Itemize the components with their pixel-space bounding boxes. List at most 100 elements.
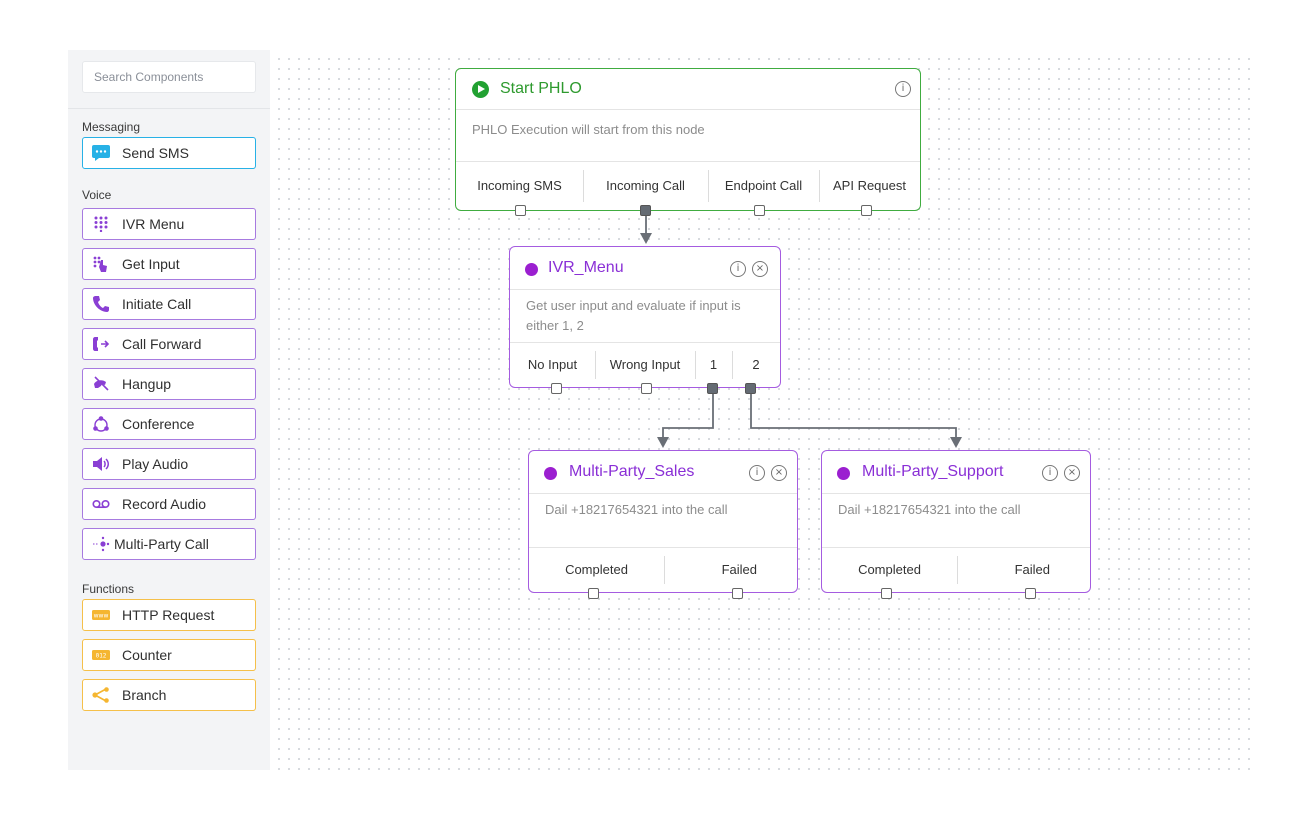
component-play-audio[interactable]: Play Audio	[82, 448, 256, 480]
component-label: Conference	[122, 416, 195, 432]
component-branch[interactable]: Branch	[82, 679, 256, 711]
port-label: 2	[752, 357, 760, 372]
www-icon: www	[92, 606, 110, 624]
node-ivr-menu[interactable]: IVR_Menu i × Get user input and evaluate…	[509, 246, 781, 388]
play-icon	[472, 81, 489, 98]
status-dot	[544, 467, 557, 480]
component-record-audio[interactable]: Record Audio	[82, 488, 256, 520]
conference-icon	[92, 415, 110, 433]
component-label: Get Input	[122, 256, 180, 272]
node-description: Dail +18217654321 into the call	[838, 502, 1021, 517]
port-label: No Input	[527, 357, 578, 372]
port-label: Endpoint Call	[724, 178, 803, 193]
keypad-touch-icon	[92, 255, 110, 273]
port-no-input[interactable]: No Input	[510, 343, 595, 387]
connector-wrong-input[interactable]	[641, 383, 652, 394]
section-label-voice: Voice	[82, 188, 112, 202]
branch-icon	[92, 686, 110, 704]
port-failed[interactable]: Failed	[664, 548, 797, 592]
close-icon[interactable]: ×	[1064, 465, 1080, 481]
node-header: Multi-Party_Support i ×	[822, 451, 1090, 494]
connector-endpoint-call[interactable]	[754, 205, 765, 216]
component-call-forward[interactable]: Call Forward	[82, 328, 256, 360]
component-counter[interactable]: 012 Counter	[82, 639, 256, 671]
info-icon[interactable]: i	[730, 261, 746, 277]
connector-no-input[interactable]	[551, 383, 562, 394]
port-api-request[interactable]: API Request	[819, 162, 920, 210]
node-title: Multi-Party_Sales	[569, 463, 695, 480]
component-label: HTTP Request	[122, 607, 215, 623]
info-icon[interactable]: i	[749, 465, 765, 481]
port-1[interactable]: 1	[695, 343, 732, 387]
section-label-messaging: Messaging	[82, 120, 141, 134]
node-multi-party-support[interactable]: Multi-Party_Support i × Dail +1821765432…	[821, 450, 1091, 593]
connector-1[interactable]	[707, 383, 718, 394]
component-http-request[interactable]: www HTTP Request	[82, 599, 256, 631]
connector-incoming-call[interactable]	[640, 205, 651, 216]
component-label: Multi-Party Call	[114, 536, 209, 552]
node-title: Start PHLO	[500, 80, 582, 97]
port-wrong-input[interactable]: Wrong Input	[595, 343, 695, 387]
component-initiate-call[interactable]: Initiate Call	[82, 288, 256, 320]
info-icon[interactable]: i	[895, 81, 911, 97]
component-hangup[interactable]: Hangup	[82, 368, 256, 400]
status-dot	[525, 263, 538, 276]
status-dot	[837, 467, 850, 480]
connector-2[interactable]	[745, 383, 756, 394]
port-endpoint-call[interactable]: Endpoint Call	[708, 162, 819, 210]
sms-icon	[92, 144, 110, 162]
node-description: PHLO Execution will start from this node	[472, 122, 705, 137]
component-ivr-menu[interactable]: IVR Menu	[82, 208, 256, 240]
voicemail-icon	[92, 495, 110, 513]
node-header: Start PHLO i	[456, 69, 920, 110]
components-sidebar: Messaging Send SMS Voice IVR Menu Get In…	[68, 50, 270, 770]
port-2[interactable]: 2	[732, 343, 780, 387]
port-label: Incoming Call	[606, 178, 685, 193]
node-header: IVR_Menu i ×	[510, 247, 780, 290]
component-send-sms[interactable]: Send SMS	[82, 137, 256, 169]
node-start-phlo[interactable]: Start PHLO i PHLO Execution will start f…	[455, 68, 921, 211]
phone-icon	[92, 295, 110, 313]
connector-failed[interactable]	[1025, 588, 1036, 599]
port-completed[interactable]: Completed	[529, 548, 664, 592]
component-multi-party-call[interactable]: Multi-Party Call	[82, 528, 256, 560]
close-icon[interactable]: ×	[771, 465, 787, 481]
connector-incoming-sms[interactable]	[515, 205, 526, 216]
connector-completed[interactable]	[588, 588, 599, 599]
component-label: Hangup	[122, 376, 172, 392]
port-incoming-sms[interactable]: Incoming SMS	[456, 162, 583, 210]
node-ports: Completed Failed	[529, 547, 797, 592]
component-conference[interactable]: Conference	[82, 408, 256, 440]
component-label: Branch	[122, 687, 167, 703]
port-label: Incoming SMS	[477, 178, 562, 193]
node-ports: Completed Failed	[822, 547, 1090, 592]
component-label: Counter	[122, 647, 172, 663]
node-title: IVR_Menu	[548, 259, 624, 276]
close-icon[interactable]: ×	[752, 261, 768, 277]
speaker-icon	[92, 455, 110, 473]
hangup-icon	[92, 375, 110, 393]
node-title: Multi-Party_Support	[862, 463, 1004, 480]
port-label: Failed	[721, 562, 757, 577]
node-multi-party-sales[interactable]: Multi-Party_Sales i × Dail +18217654321 …	[528, 450, 798, 593]
info-icon[interactable]: i	[1042, 465, 1058, 481]
component-label: Call Forward	[122, 336, 202, 352]
component-get-input[interactable]: Get Input	[82, 248, 256, 280]
port-failed[interactable]: Failed	[957, 548, 1090, 592]
connector-completed[interactable]	[881, 588, 892, 599]
component-label: Send SMS	[122, 145, 189, 161]
port-label: Wrong Input	[609, 357, 681, 372]
node-description: Get user input and evaluate if input is …	[526, 296, 741, 336]
connector-api-request[interactable]	[861, 205, 872, 216]
port-incoming-call[interactable]: Incoming Call	[583, 162, 708, 210]
port-completed[interactable]: Completed	[822, 548, 957, 592]
counter-icon: 012	[92, 646, 110, 664]
connector-failed[interactable]	[732, 588, 743, 599]
component-label: Record Audio	[122, 496, 207, 512]
node-description: Dail +18217654321 into the call	[545, 502, 728, 517]
component-label: Play Audio	[122, 456, 189, 472]
search-components-input[interactable]	[82, 61, 256, 93]
multi-party-icon	[92, 535, 110, 553]
keypad-icon	[92, 215, 110, 233]
port-label: API Request	[833, 178, 906, 193]
